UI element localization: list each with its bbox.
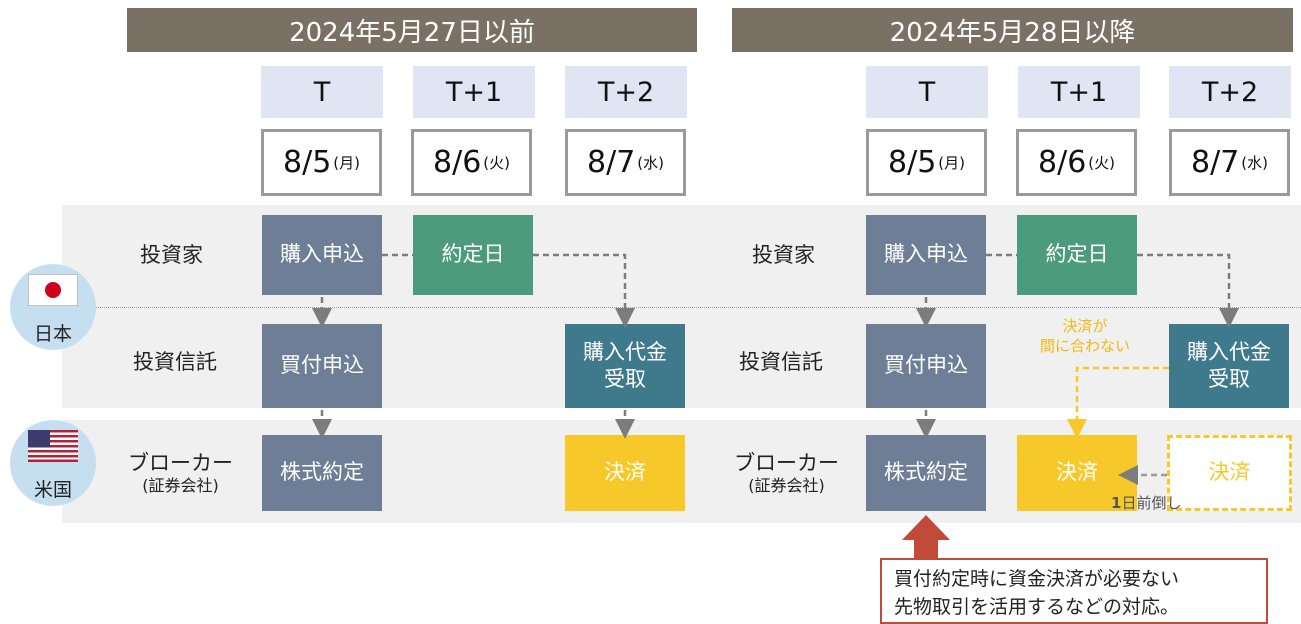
- left-date-t: 8/5(月): [261, 129, 382, 196]
- one-day-earlier-label: 1日前倒し: [1111, 494, 1182, 512]
- right-header: 2024年5月28日以降: [732, 8, 1293, 52]
- right-row-broker: ブローカー (証券会社): [734, 451, 839, 496]
- left-date-t1: 8/6(火): [411, 129, 532, 196]
- right-settlement-original: 決済: [1167, 435, 1292, 511]
- left-contract-day: 約定日: [413, 215, 533, 295]
- left-date-t2: 8/7(水): [565, 129, 686, 196]
- left-t1-label: T+1: [413, 66, 535, 118]
- right-arrow-payment-to-settlement: [1067, 366, 1169, 439]
- left-purchase-application: 購入申込: [262, 215, 382, 295]
- right-payment-receipt: 購入代金 受取: [1169, 324, 1289, 408]
- japan-circle: 日本: [10, 264, 96, 350]
- usa-label: 米国: [33, 479, 72, 501]
- left-row-trust: 投資信託: [133, 350, 217, 374]
- usa-circle: 米国: [10, 420, 96, 506]
- right-date-t2: 8/7(水): [1169, 129, 1290, 196]
- right-t-label: T: [866, 66, 988, 118]
- right-settlement: 決済: [1017, 435, 1137, 511]
- right-purchase-application: 購入申込: [866, 215, 986, 295]
- left-row-broker: ブローカー (証券会社): [128, 451, 233, 496]
- left-stock-contract: 株式約定: [262, 435, 382, 511]
- right-t2-label: T+2: [1169, 66, 1291, 118]
- left-arrow-contract-to-payment: [533, 253, 635, 328]
- left-row-investor: 投資家: [140, 243, 203, 267]
- band-divider: [62, 307, 1301, 308]
- right-stock-contract: 株式約定: [866, 435, 986, 511]
- left-t-label: T: [261, 66, 383, 118]
- right-buy-application: 買付申込: [866, 324, 986, 408]
- usa-flag-icon: [28, 430, 78, 462]
- right-t1-label: T+1: [1018, 66, 1140, 118]
- not-in-time-note: 決済が 間に合わない: [1039, 317, 1130, 356]
- left-header: 2024年5月27日以前: [127, 8, 697, 52]
- response-note: 買付約定時に資金決済が必要ない 先物取引を活用するなどの対応。: [880, 558, 1268, 624]
- right-arrow-contract-to-payment: [1137, 253, 1239, 328]
- right-date-t: 8/5(月): [866, 129, 987, 196]
- left-buy-application: 買付申込: [262, 324, 382, 408]
- right-row-trust: 投資信託: [739, 350, 823, 374]
- japan-flag-icon: [28, 274, 78, 306]
- red-up-arrow: [902, 515, 950, 558]
- japan-label: 日本: [33, 323, 72, 345]
- right-row-investor: 投資家: [752, 243, 815, 267]
- left-settlement: 決済: [565, 435, 685, 511]
- right-date-t1: 8/6(火): [1016, 129, 1137, 196]
- left-t2-label: T+2: [565, 66, 687, 118]
- left-payment-receipt: 購入代金 受取: [565, 324, 685, 408]
- right-contract-day: 約定日: [1017, 215, 1137, 295]
